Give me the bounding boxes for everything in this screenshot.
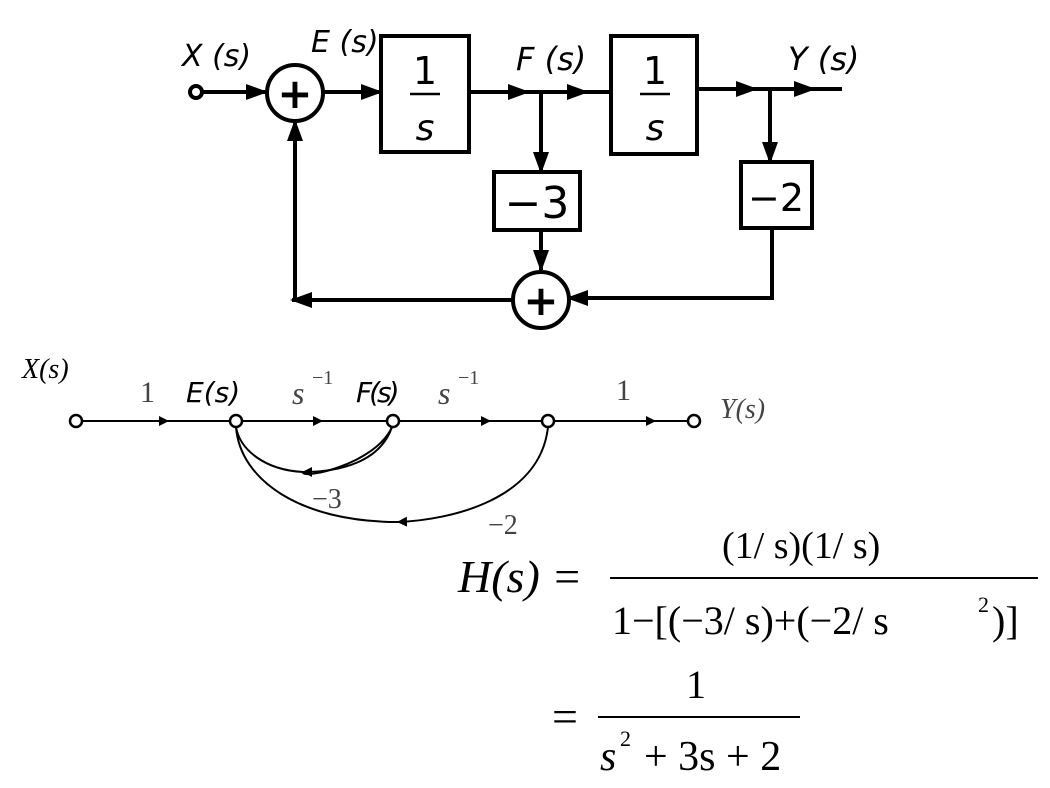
gain-block-y	[739, 160, 814, 230]
gain-y-value: −2	[748, 176, 804, 220]
gain-y-to-summer-arrow	[566, 228, 774, 306]
gain-block-f	[492, 170, 582, 232]
formula-denominator-1a: 1−[(−3/ s)+(−2/ s	[612, 598, 889, 643]
sfg-gain-1-base: s	[292, 375, 304, 411]
bd-output-label: Y (s)	[788, 40, 859, 78]
sfg-input-label: X(s)	[21, 354, 69, 385]
sfg-outer-loop-arrow	[397, 426, 549, 527]
sfg-feedback-inner-gain: −3	[312, 484, 342, 515]
sfg-output-label: Y(s)	[720, 394, 765, 425]
signal-flow-graph: X(s) Y(s) E(s) F(s) 1 1 s −1 s −1 −3 −2	[21, 354, 765, 541]
formula-denominator-1b: )]	[992, 598, 1019, 643]
sfg-inner-loop-arrow	[302, 426, 393, 477]
formula-lhs: H(s) =	[457, 551, 582, 602]
formula-numerator-2: 1	[686, 662, 706, 707]
sfg-feedback-outer-gain: −2	[488, 510, 518, 541]
summer-feedback-symbol: +	[523, 276, 558, 325]
block1-denominator: s	[416, 108, 435, 149]
sfg-gain-out: 1	[616, 374, 631, 407]
sfg-outer-loop-tail	[235, 426, 399, 523]
formula-eq2: =	[552, 691, 578, 742]
bd-mid-label: F (s)	[516, 40, 586, 78]
input-terminal	[188, 84, 204, 100]
sfg-gain-in: 1	[140, 376, 155, 409]
bd-input-label: X (s)	[180, 39, 251, 74]
summer-main-symbol: +	[277, 69, 312, 118]
sfg-gain-1-exp: −1	[312, 367, 333, 389]
sfg-gain-2-base: s	[438, 375, 450, 411]
formula-numerator-1: (1/ s)(1/ s)	[722, 525, 880, 567]
sfg-node-e-label: E(s)	[186, 376, 240, 409]
sfg-inner-loop-tail	[235, 426, 304, 473]
transfer-function-formula: H(s) = (1/ s)(1/ s) 1−[(−3/ s)+(−2/ s 2 …	[457, 525, 1038, 780]
sfg-node-f-label: F(s)	[356, 376, 398, 409]
formula-denominator-2-s: s	[600, 734, 616, 780]
sfg-node-junction	[540, 413, 556, 429]
formula-denominator-1-sup: 2	[978, 592, 989, 617]
sfg-gain-2-exp: −1	[458, 367, 479, 389]
sfg-node-e	[228, 413, 244, 429]
gain-f-value: −3	[505, 178, 570, 229]
block1-numerator: 1	[413, 49, 437, 93]
block-diagram: + 1 s 1 s −3 −2	[180, 25, 859, 330]
bd-error-label: E (s)	[311, 25, 379, 60]
formula-denominator-2-rest: + 3s + 2	[644, 734, 781, 780]
block2-numerator: 1	[643, 49, 667, 93]
sfg-node-y	[686, 413, 702, 429]
block2-denominator: s	[646, 108, 665, 149]
sfg-node-f	[385, 413, 401, 429]
sfg-node-x	[68, 413, 84, 429]
formula-denominator-2-sup: 2	[620, 726, 631, 751]
